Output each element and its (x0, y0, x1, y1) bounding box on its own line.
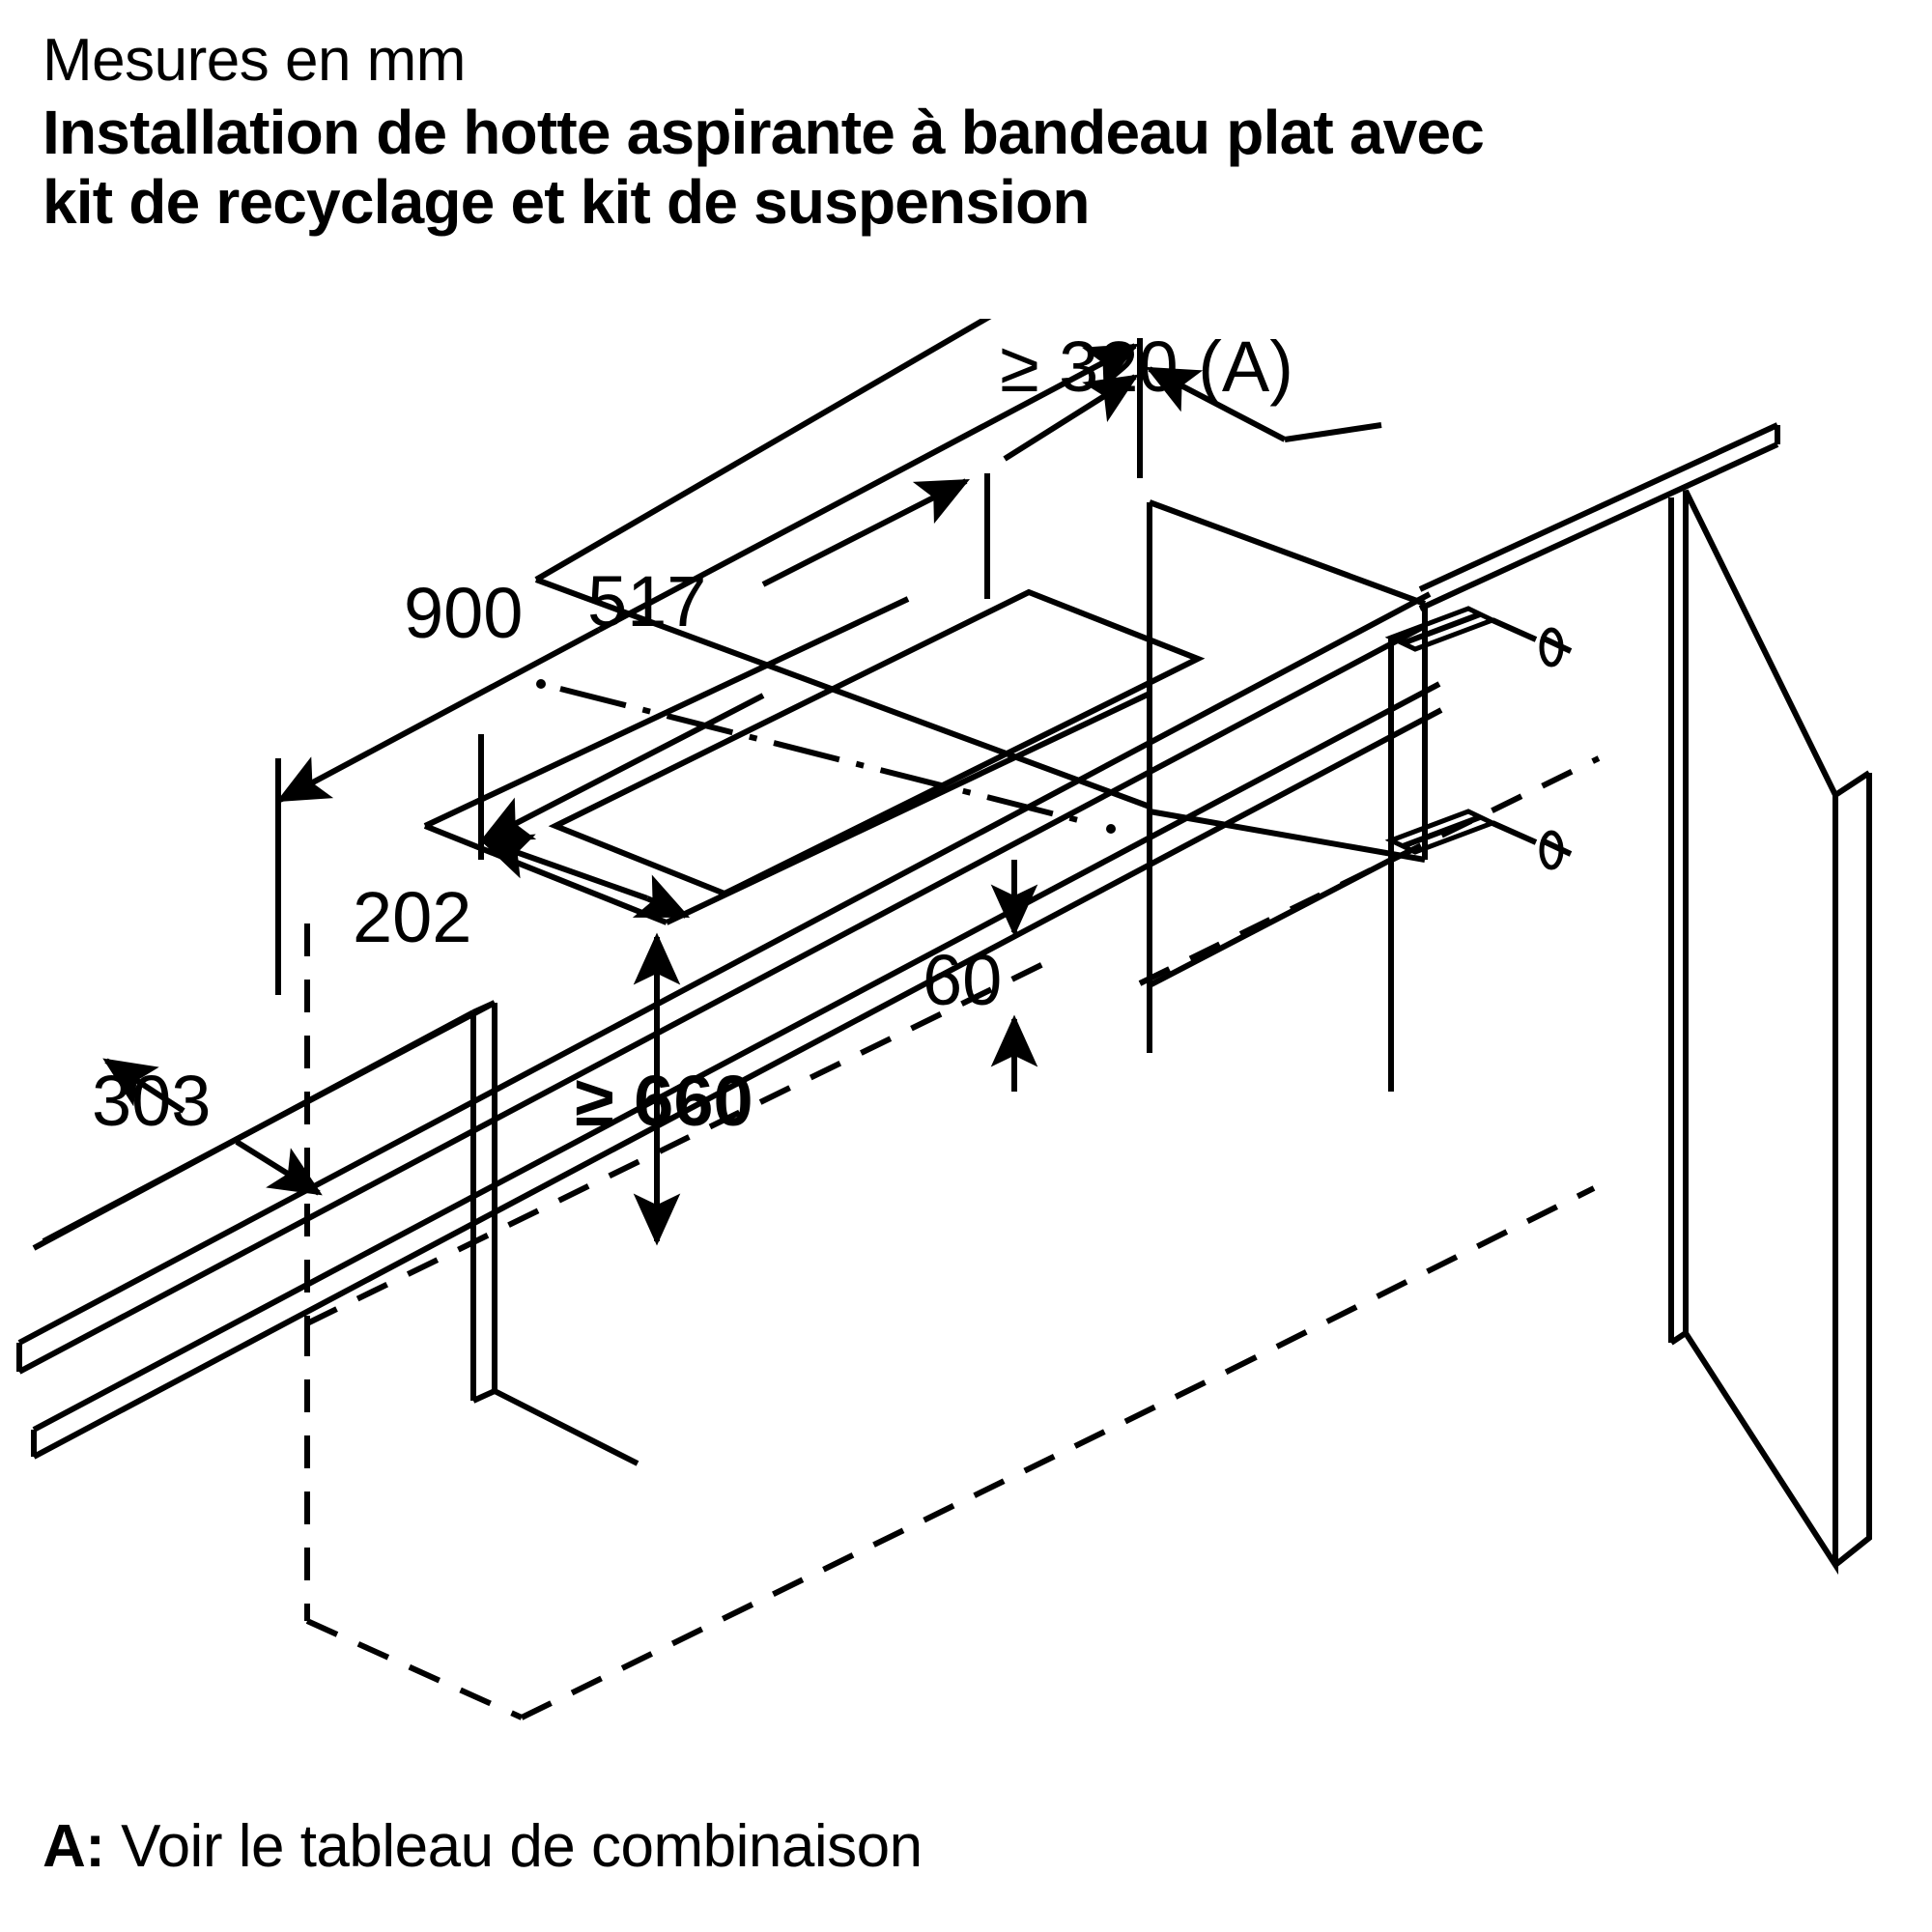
cabinet-inner-edges (1147, 638, 1394, 1092)
ceiling-band (16, 591, 1443, 1460)
title-block: Mesures en mm Installation de hotte aspi… (43, 27, 1607, 238)
footer-note-text: Voir le tableau de combinaison (104, 1813, 923, 1880)
dimension-label-202: 202 (353, 877, 471, 957)
dimension-label-517: 517 (587, 561, 706, 641)
dimension-label-900: 900 (404, 573, 523, 653)
dimension-line-517 (478, 473, 990, 860)
hood-cutout (548, 588, 1206, 897)
footer-note: A: Voir le tableau de combinaison (43, 1813, 923, 1880)
dimension-label-60: 60 (923, 940, 1002, 1020)
dimension-line-320 (1003, 338, 1382, 478)
dimension-line-900 (275, 343, 1139, 995)
centre-line (536, 679, 1116, 834)
technical-drawing: 900 517 ≥ 320 (A) 202 303 ≥ 660 60 (0, 319, 1932, 1787)
footer-reference-letter: A: (43, 1813, 105, 1880)
dimension-line-202 (478, 834, 691, 919)
dimension-line-303 (102, 1058, 323, 1196)
dimension-label-660: ≥ 660 (575, 1061, 753, 1141)
shelf-front-edge (423, 596, 1151, 925)
page-title: Installation de hotte aspirante à bandea… (43, 98, 1485, 237)
cabinet-side-panel (32, 1000, 639, 1466)
wall-panel (1418, 422, 1872, 1576)
hidden-outline (304, 755, 1601, 1720)
cabinet-body (534, 319, 1428, 863)
dimension-label-320: ≥ 320 (A) (1000, 327, 1293, 407)
suspension-bracket-upper (1384, 606, 1573, 668)
isometric-drawing-svg: 900 517 ≥ 320 (A) 202 303 ≥ 660 60 (16, 319, 1872, 1720)
units-note: Mesures en mm (43, 27, 466, 94)
suspension-bracket-lower (1384, 809, 1573, 870)
dimension-label-303: 303 (92, 1061, 211, 1141)
